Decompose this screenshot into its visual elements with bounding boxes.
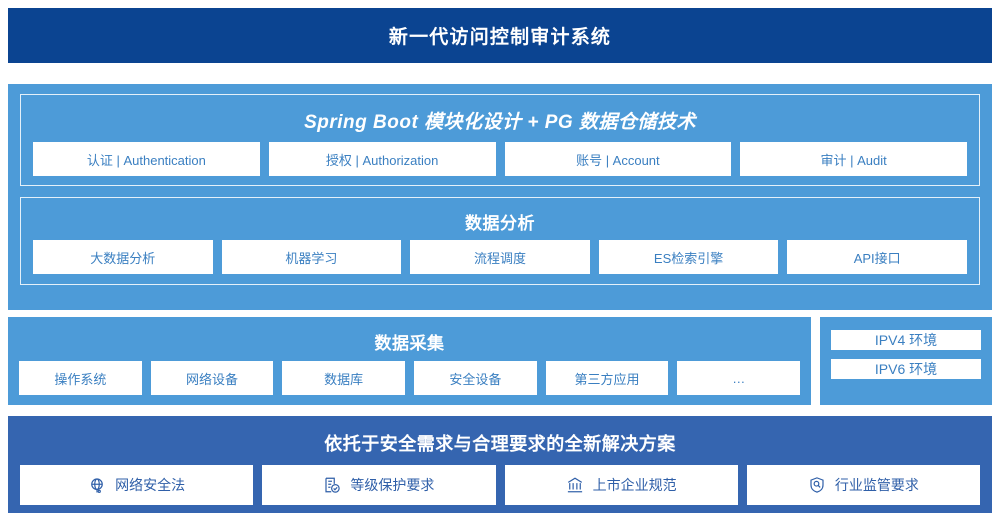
- collection-source-label: 安全设备: [449, 371, 502, 387]
- environment-card-ipv4[interactable]: IPV4 环境: [831, 330, 981, 350]
- analysis-item-card[interactable]: 大数据分析: [33, 240, 213, 274]
- collection-panel: 数据采集 操作系统 网络设备 数据库 安全设备 第三方应用 …: [8, 317, 811, 405]
- platform-group-title: Spring Boot 模块化设计 + PG 数据仓储技术: [304, 112, 696, 133]
- collection-title: 数据采集: [374, 334, 445, 353]
- environment-panel: IPV4 环境 IPV6 环境: [820, 317, 992, 405]
- collection-source-card[interactable]: 网络设备: [150, 361, 274, 395]
- environment-label: IPV6 环境: [874, 361, 938, 377]
- environment-card-ipv6[interactable]: IPV6 环境: [831, 359, 981, 379]
- collection-source-card[interactable]: …: [677, 361, 801, 395]
- page-title: 新一代访问控制审计系统: [388, 27, 612, 48]
- document-check-icon: [323, 476, 341, 494]
- collection-source-label: 网络设备: [186, 371, 239, 387]
- platform-module-card[interactable]: 账号 | Account: [504, 142, 732, 176]
- page-header: 新一代访问控制审计系统: [8, 8, 992, 63]
- solution-item-card[interactable]: 上市企业规范: [504, 465, 738, 505]
- platform-module-label: 授权 | Authorization: [325, 152, 439, 168]
- solution-item-list: 网络安全法 等级保护要求: [20, 465, 980, 505]
- analysis-item-label: 大数据分析: [90, 250, 156, 266]
- analysis-item-label: 机器学习: [285, 250, 338, 266]
- platform-module-card[interactable]: 认证 | Authentication: [33, 142, 260, 176]
- globe-icon: [88, 476, 106, 494]
- platform-module-label: 审计 | Audit: [820, 152, 887, 168]
- platform-module-list: 认证 | Authentication 授权 | Authorization 账…: [33, 142, 967, 176]
- platform-module-label: 认证 | Authentication: [86, 152, 206, 168]
- solution-item-label: 网络安全法: [115, 477, 186, 493]
- collection-source-card[interactable]: 安全设备: [414, 361, 537, 395]
- analysis-item-label: 流程调度: [473, 250, 526, 266]
- solution-item-card[interactable]: 等级保护要求: [262, 465, 496, 505]
- analysis-group-title: 数据分析: [465, 214, 535, 233]
- collection-source-card[interactable]: 数据库: [282, 361, 406, 395]
- solution-item-card[interactable]: 行业监管要求: [746, 465, 980, 505]
- platform-panel: Spring Boot 模块化设计 + PG 数据仓储技术 认证 | Authe…: [8, 84, 992, 310]
- solution-title: 依托于安全需求与合理要求的全新解决方案: [324, 434, 676, 454]
- collection-source-card[interactable]: 操作系统: [19, 361, 142, 395]
- solution-item-label: 行业监管要求: [834, 477, 919, 493]
- solution-item-card[interactable]: 网络安全法: [20, 465, 254, 505]
- platform-module-label: 账号 | Account: [576, 152, 660, 168]
- solution-item-label: 等级保护要求: [350, 477, 435, 493]
- analysis-group: 数据分析 大数据分析 机器学习 流程调度 ES检索引擎 API接口: [20, 197, 980, 285]
- solution-item-label: 上市企业规范: [592, 477, 677, 493]
- environment-label: IPV4 环境: [874, 332, 938, 348]
- collection-source-label: 数据库: [324, 371, 364, 387]
- analysis-item-card[interactable]: 机器学习: [221, 240, 402, 274]
- platform-module-card[interactable]: 授权 | Authorization: [268, 142, 496, 176]
- analysis-item-card[interactable]: ES检索引擎: [598, 240, 779, 274]
- collection-source-label: …: [732, 370, 746, 386]
- analysis-item-list: 大数据分析 机器学习 流程调度 ES检索引擎 API接口: [33, 240, 967, 274]
- platform-group: Spring Boot 模块化设计 + PG 数据仓储技术 认证 | Authe…: [20, 94, 980, 186]
- environment-list: IPV4 环境 IPV6 环境: [831, 330, 981, 379]
- collection-source-card[interactable]: 第三方应用: [545, 361, 669, 395]
- solution-panel: 依托于安全需求与合理要求的全新解决方案 网络安全法: [8, 416, 992, 513]
- platform-module-card[interactable]: 审计 | Audit: [740, 142, 967, 176]
- analysis-item-card[interactable]: 流程调度: [410, 240, 590, 274]
- analysis-item-card[interactable]: API接口: [787, 240, 967, 274]
- shield-search-icon: [808, 476, 826, 494]
- analysis-item-label: API接口: [853, 250, 901, 266]
- bank-icon: [566, 476, 584, 494]
- collection-source-label: 第三方应用: [574, 371, 640, 387]
- collection-source-list: 操作系统 网络设备 数据库 安全设备 第三方应用 …: [19, 361, 801, 395]
- analysis-item-label: ES检索引擎: [653, 250, 724, 266]
- collection-source-label: 操作系统: [54, 371, 107, 387]
